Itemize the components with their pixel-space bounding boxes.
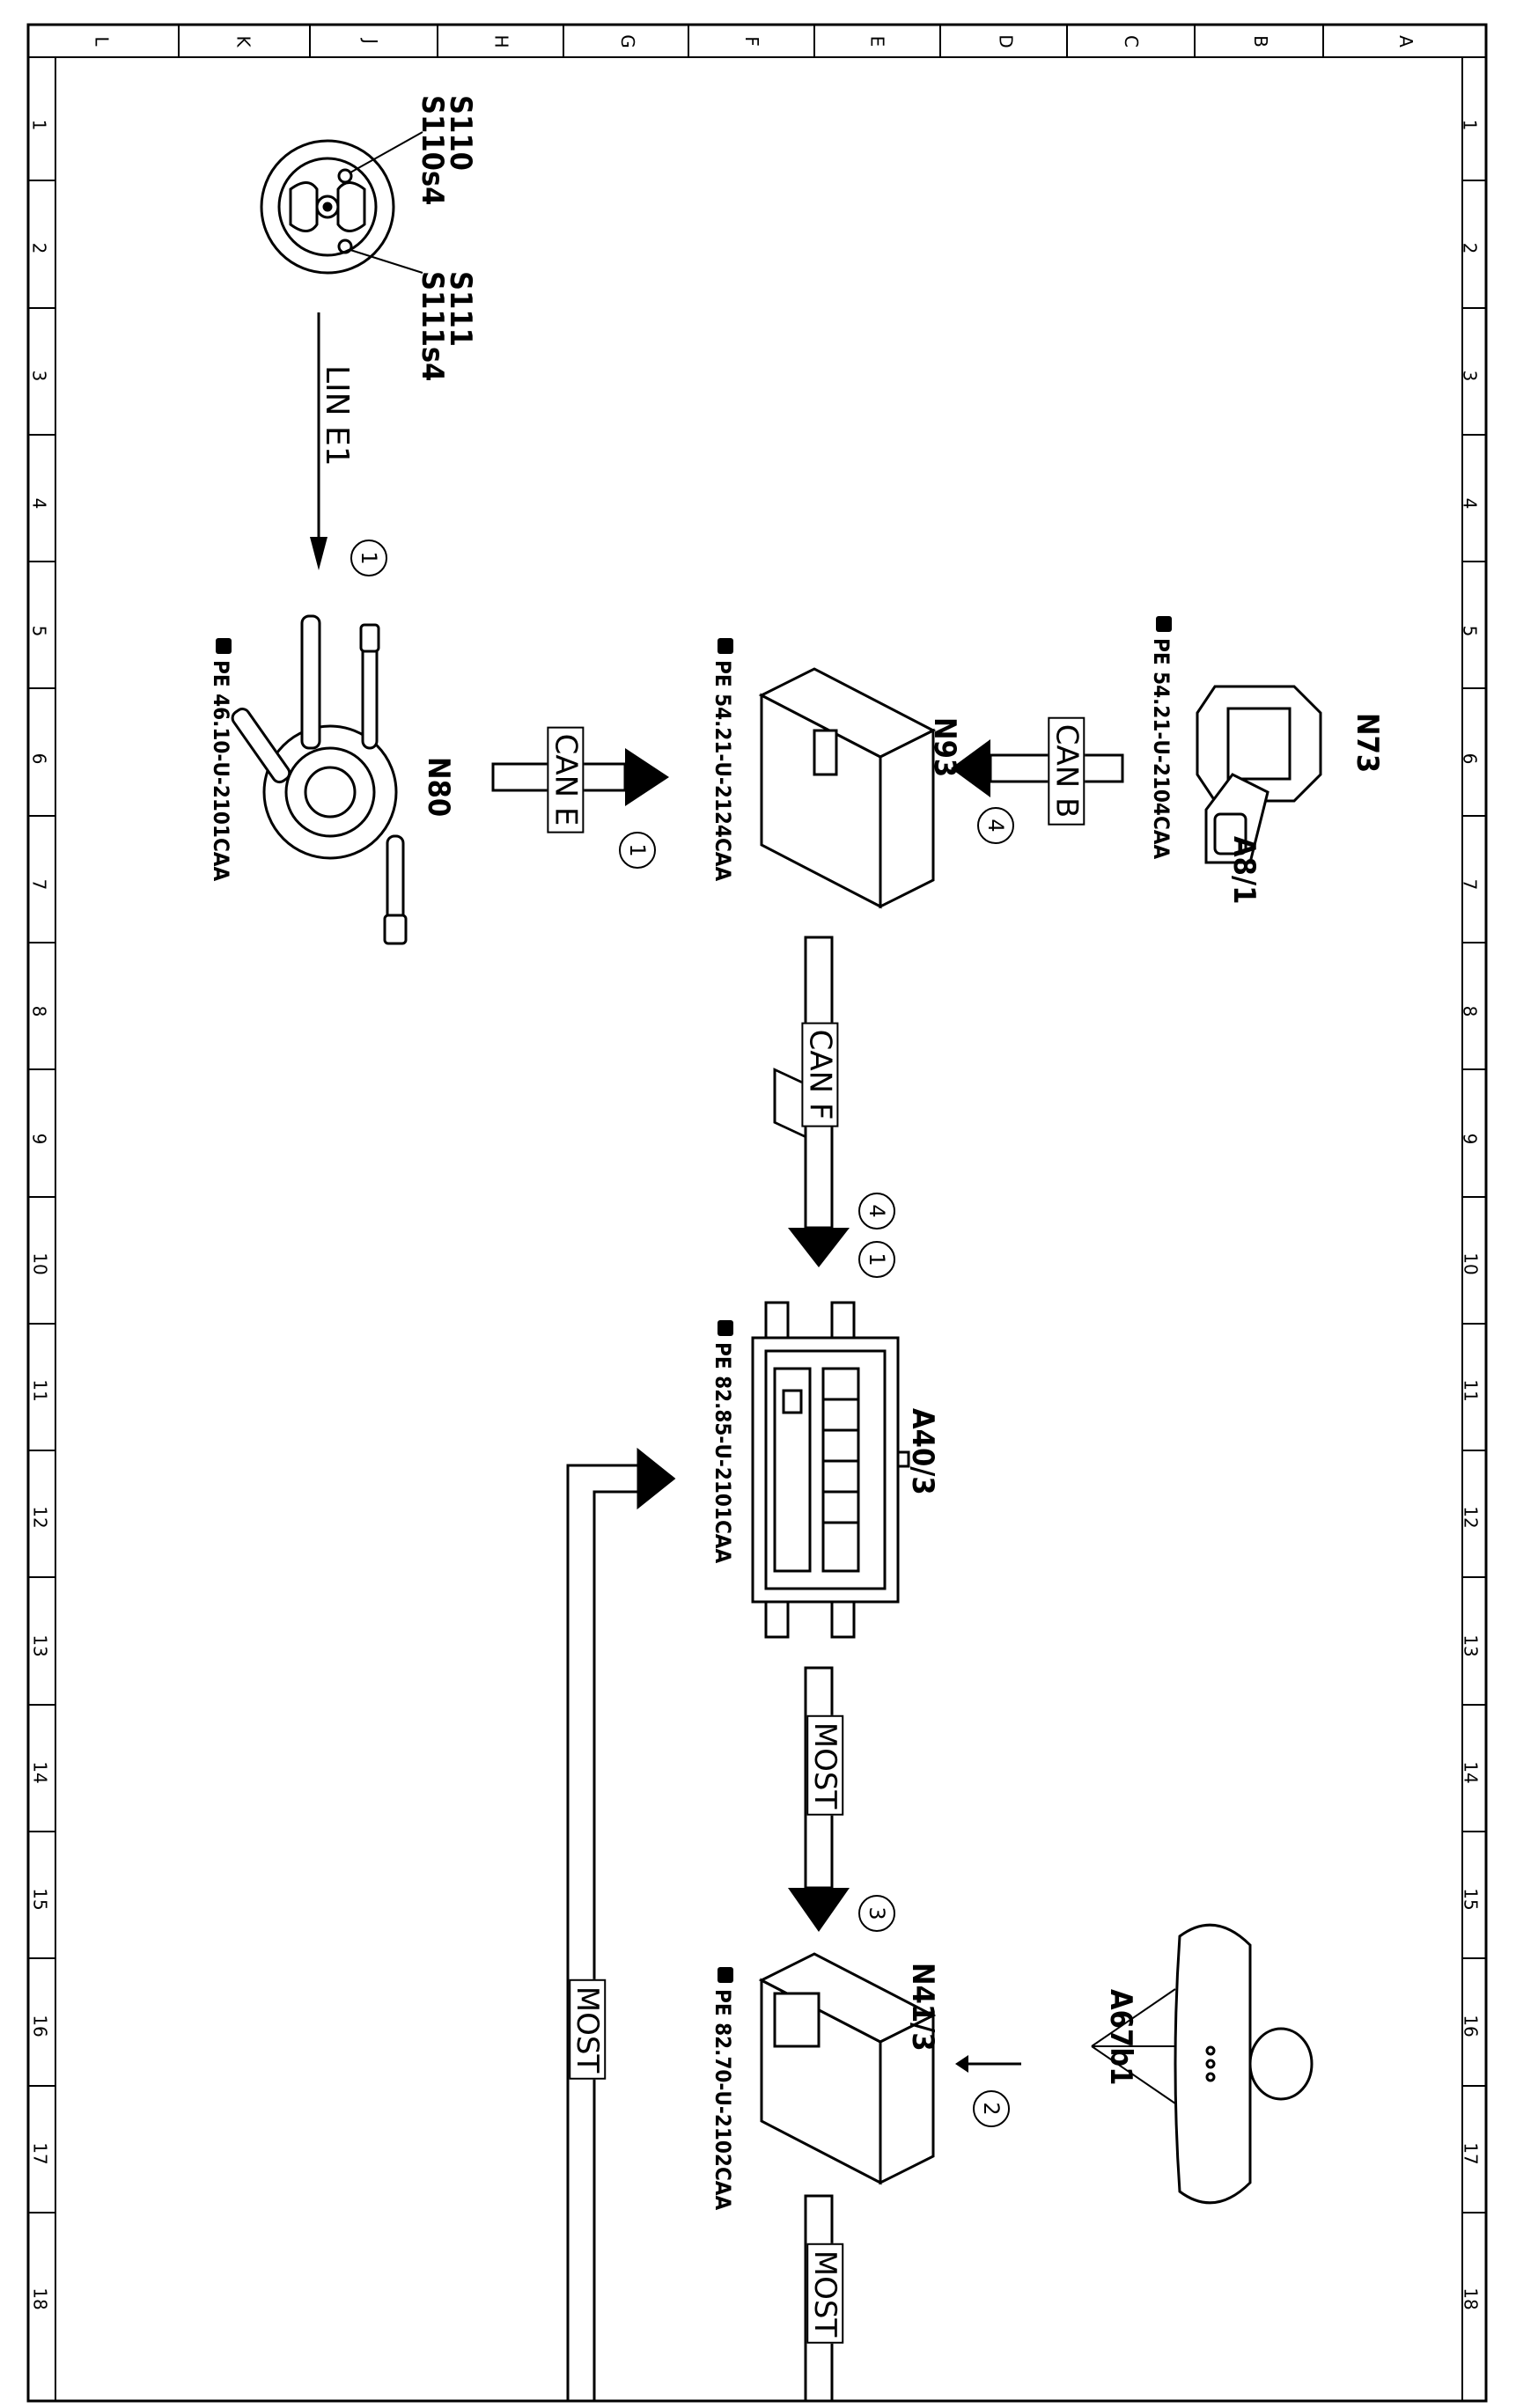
step-number-badge: 3 bbox=[858, 1895, 895, 1932]
column-label: E bbox=[866, 35, 888, 48]
row-label: 4 bbox=[1459, 497, 1481, 510]
row-label: 11 bbox=[1460, 1379, 1482, 1402]
column-label: F bbox=[740, 36, 762, 47]
steering-wheel-icon bbox=[260, 131, 423, 275]
ref-n41-3[interactable]: PE 82.70-U-2102CAA bbox=[710, 1989, 735, 2211]
n41-3-module-icon bbox=[758, 1952, 937, 2185]
row-label: 14 bbox=[29, 1761, 51, 1784]
row-label: 16 bbox=[1460, 2015, 1482, 2037]
label-s111s4: S111s4 bbox=[415, 271, 450, 382]
row-label: 17 bbox=[29, 2142, 51, 2165]
row-label: 6 bbox=[28, 752, 50, 765]
bus-lin-e1-label: LIN E1 bbox=[319, 365, 355, 466]
reference-hand-icons bbox=[216, 616, 1172, 1983]
ref-a40-3[interactable]: PE 82.85-U-2101CAA bbox=[710, 1342, 735, 1564]
column-label: H bbox=[490, 34, 512, 48]
row-label: 8 bbox=[1459, 1005, 1481, 1017]
lin-e1-arrow bbox=[310, 312, 327, 570]
row-label: 15 bbox=[1460, 1888, 1482, 1911]
step-number-badge: 2 bbox=[973, 2090, 1010, 2127]
drawing-border bbox=[26, 23, 1488, 2403]
row-label: 6 bbox=[1459, 752, 1481, 765]
row-label: 8 bbox=[28, 1005, 50, 1017]
row-label: 1 bbox=[1459, 119, 1481, 131]
step-number-badge: 4 bbox=[858, 1193, 895, 1230]
row-label: 11 bbox=[29, 1379, 51, 1402]
row-label: 5 bbox=[28, 625, 50, 637]
row-label: 7 bbox=[28, 878, 50, 891]
row-label: 1 bbox=[28, 119, 50, 131]
most-left-line bbox=[566, 1447, 676, 2401]
bus-most-label: MOST bbox=[806, 2243, 844, 2345]
row-label: 2 bbox=[1459, 242, 1481, 254]
label-a8-1: A8/1 bbox=[1226, 836, 1262, 905]
row-label: 17 bbox=[1460, 2142, 1482, 2165]
ref-n80[interactable]: PE 46.10-U-2101CAA bbox=[209, 660, 233, 882]
column-label: J bbox=[359, 39, 381, 44]
n93-module-icon bbox=[758, 667, 937, 1143]
row-label: 12 bbox=[29, 1506, 51, 1529]
n73-ignition-switch-icon bbox=[1196, 685, 1322, 864]
row-label: 10 bbox=[29, 1252, 51, 1275]
bus-can-f-label: CAN F bbox=[801, 1022, 839, 1127]
row-label: 3 bbox=[28, 370, 50, 382]
column-label: B bbox=[1249, 35, 1271, 48]
label-n80: N80 bbox=[421, 757, 456, 818]
row-label: 13 bbox=[29, 1634, 51, 1657]
label-a40-3: A40/3 bbox=[905, 1408, 940, 1495]
ref-n93[interactable]: PE 54.21-U-2124CAA bbox=[710, 660, 735, 882]
row-label: 4 bbox=[28, 497, 50, 510]
can-b-arrow bbox=[951, 739, 1124, 797]
row-label: 16 bbox=[29, 2015, 51, 2037]
row-label: 7 bbox=[1459, 878, 1481, 891]
row-label: 9 bbox=[28, 1133, 50, 1145]
row-label: 9 bbox=[1459, 1133, 1481, 1145]
step-number-badge: 4 bbox=[977, 807, 1014, 844]
label-n41-3: N41/3 bbox=[905, 1963, 940, 2052]
ref-n73[interactable]: PE 54.21-U-2104CAA bbox=[1149, 638, 1174, 860]
row-label: 12 bbox=[1460, 1506, 1482, 1529]
row-label: 18 bbox=[1460, 2287, 1482, 2310]
row-label: 10 bbox=[1460, 1252, 1482, 1275]
column-label: G bbox=[616, 34, 638, 48]
step-number-badge: 1 bbox=[858, 1241, 895, 1278]
row-label: 13 bbox=[1460, 1634, 1482, 1657]
label-s111: S111 bbox=[443, 271, 478, 347]
column-ticks bbox=[178, 25, 1324, 57]
row-label: 5 bbox=[1459, 625, 1481, 637]
label-s110s4: S110s4 bbox=[415, 95, 450, 206]
column-label: C bbox=[1120, 35, 1142, 48]
row-label: 2 bbox=[28, 242, 50, 254]
row-label: 14 bbox=[1460, 1761, 1482, 1784]
bus-can-b-label: CAN B bbox=[1048, 716, 1085, 826]
bus-most-label: MOST bbox=[806, 1714, 844, 1817]
column-label: D bbox=[995, 34, 1017, 48]
step-number-badge: 1 bbox=[619, 832, 656, 869]
n80-module-icon bbox=[231, 614, 408, 945]
a40-3-control-unit-icon bbox=[751, 1301, 910, 1639]
row-label: 18 bbox=[29, 2287, 51, 2310]
bus-can-e-label: CAN E bbox=[547, 726, 585, 833]
label-n73: N73 bbox=[1350, 713, 1385, 774]
column-label: K bbox=[232, 35, 254, 48]
bus-most-label: MOST bbox=[569, 1979, 607, 2081]
label-n93: N93 bbox=[927, 717, 962, 778]
column-label: A bbox=[1395, 35, 1417, 48]
step-number-badge: 1 bbox=[350, 540, 387, 576]
label-s110: S110 bbox=[443, 95, 478, 171]
a67b1-mirror-icon bbox=[1091, 1923, 1314, 2205]
column-label: L bbox=[91, 36, 113, 47]
row-label: 3 bbox=[1459, 370, 1481, 382]
row-label: 15 bbox=[29, 1888, 51, 1911]
a67b1-to-n41-arrow bbox=[955, 2055, 1021, 2073]
label-a67b1: A67b1 bbox=[1103, 1989, 1138, 2086]
row-ticks bbox=[28, 180, 1486, 2213]
